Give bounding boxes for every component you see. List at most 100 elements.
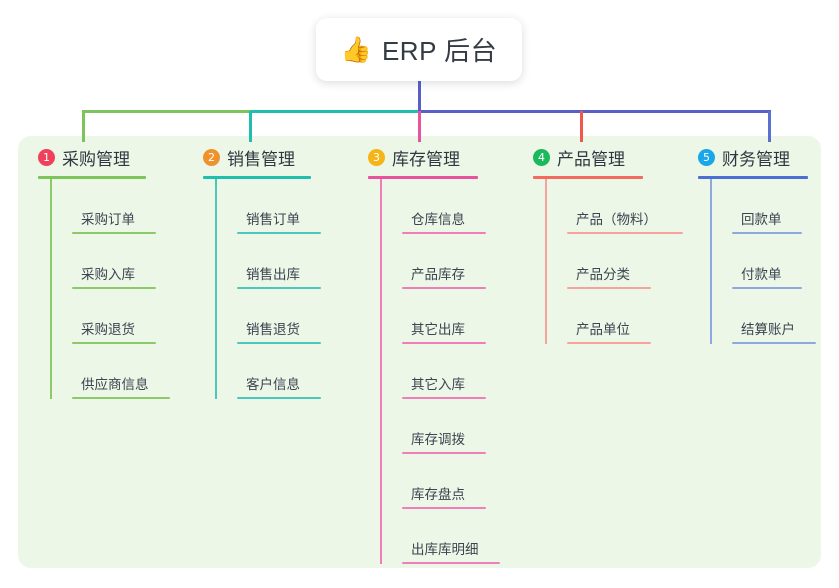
leaf-label: 库存调拨 [411, 432, 465, 447]
branch-header-3[interactable]: 3 库存管理 [368, 145, 500, 173]
list-item[interactable]: 付款单 [732, 234, 816, 289]
leaf-label: 仓库信息 [411, 212, 465, 227]
branch-spine-5 [710, 179, 712, 344]
branch-header-rule-1 [38, 176, 146, 179]
list-item[interactable]: 客户信息 [237, 344, 321, 399]
leaf-label: 销售订单 [246, 212, 300, 227]
list-item[interactable]: 仓库信息 [402, 179, 500, 234]
leaf-rule [402, 507, 486, 509]
list-item[interactable]: 回款单 [732, 179, 816, 234]
root-node-card[interactable]: 👍 ERP 后台 [316, 18, 522, 81]
branch-leaf-list-4: 产品（物料） 产品分类产品单位 [545, 179, 683, 344]
leaf-rule [237, 397, 321, 399]
leaf-label: 回款单 [741, 212, 782, 227]
leaf-rule [72, 397, 170, 399]
leaf-rule [237, 342, 321, 344]
leaf-rule [567, 287, 651, 289]
leaf-rule [402, 287, 486, 289]
leaf-rule [72, 342, 156, 344]
branch-badge-2: 2 [203, 149, 220, 166]
list-item[interactable]: 产品单位 [567, 289, 683, 344]
list-item[interactable]: 采购退货 [72, 289, 170, 344]
list-item[interactable]: 供应商信息 [72, 344, 170, 399]
leaf-label: 供应商信息 [81, 377, 149, 392]
branch-leaf-list-2: 销售订单销售出库销售退货客户信息 [215, 179, 321, 399]
leaf-rule [732, 287, 802, 289]
list-item[interactable]: 库存盘点 [402, 454, 500, 509]
root-title: ERP 后台 [381, 36, 498, 66]
leaf-label: 产品单位 [576, 322, 630, 337]
leaf-label: 产品分类 [576, 267, 630, 282]
list-item[interactable]: 采购入库 [72, 234, 170, 289]
branch-spine-4 [545, 179, 547, 344]
leaf-rule [402, 397, 486, 399]
diagram-panel [18, 136, 821, 568]
leaf-rule [72, 232, 156, 234]
leaf-label: 库存盘点 [411, 487, 465, 502]
branch-header-5[interactable]: 5 财务管理 [698, 145, 816, 173]
branch-header-4[interactable]: 4 产品管理 [533, 145, 683, 173]
leaf-label: 销售出库 [246, 267, 300, 282]
leaf-rule [237, 232, 321, 234]
branch-header-rule-3 [368, 176, 478, 179]
branch-leaf-list-1: 采购订单采购入库采购退货供应商信息 [50, 179, 170, 399]
list-item[interactable]: 产品分类 [567, 234, 683, 289]
list-item[interactable]: 销售出库 [237, 234, 321, 289]
branch-badge-5: 5 [698, 149, 715, 166]
branch-column-3: 3 库存管理仓库信息产品库存其它出库其它入库库存调拨库存盘点出库库明细 [368, 145, 500, 564]
list-item[interactable]: 产品（物料） [567, 179, 683, 234]
branch-column-5: 5 财务管理回款单付款单结算账户 [698, 145, 816, 344]
list-item[interactable]: 结算账户 [732, 289, 816, 344]
branch-leaf-list-3: 仓库信息产品库存其它出库其它入库库存调拨库存盘点出库库明细 [380, 179, 500, 564]
leaf-label: 其它入库 [411, 377, 465, 392]
leaf-rule [567, 342, 651, 344]
list-item[interactable]: 其它出库 [402, 289, 500, 344]
leaf-label: 采购入库 [81, 267, 135, 282]
branch-badge-4: 4 [533, 149, 550, 166]
branch-spine-2 [215, 179, 217, 399]
leaf-label: 客户信息 [246, 377, 300, 392]
list-item[interactable]: 采购订单 [72, 179, 170, 234]
list-item[interactable]: 产品库存 [402, 234, 500, 289]
branch-title-4: 产品管理 [557, 150, 625, 169]
branch-badge-3: 3 [368, 149, 385, 166]
list-item[interactable]: 销售订单 [237, 179, 321, 234]
branch-spine-3 [380, 179, 382, 564]
list-item[interactable]: 销售退货 [237, 289, 321, 344]
leaf-rule [732, 232, 802, 234]
leaf-label: 付款单 [741, 267, 782, 282]
branch-title-2: 销售管理 [227, 150, 295, 169]
leaf-label: 销售退货 [246, 322, 300, 337]
branch-title-5: 财务管理 [722, 150, 790, 169]
leaf-rule [402, 342, 486, 344]
branch-title-3: 库存管理 [392, 150, 460, 169]
leaf-rule [402, 232, 486, 234]
thumbs-up-icon: 👍 [340, 35, 372, 64]
leaf-label: 出库库明细 [411, 542, 479, 557]
leaf-rule [732, 342, 816, 344]
leaf-label: 结算账户 [741, 322, 795, 337]
leaf-rule [402, 562, 500, 564]
branch-header-2[interactable]: 2 销售管理 [203, 145, 321, 173]
branch-column-4: 4 产品管理产品（物料） 产品分类产品单位 [533, 145, 683, 344]
branch-spine-1 [50, 179, 52, 399]
list-item[interactable]: 库存调拨 [402, 399, 500, 454]
branch-column-2: 2 销售管理销售订单销售出库销售退货客户信息 [203, 145, 321, 399]
leaf-label: 采购退货 [81, 322, 135, 337]
branch-header-rule-4 [533, 176, 643, 179]
leaf-label: 产品（物料） [576, 212, 657, 227]
leaf-rule [567, 232, 683, 234]
leaf-label: 其它出库 [411, 322, 465, 337]
leaf-rule [402, 452, 486, 454]
leaf-label: 产品库存 [411, 267, 465, 282]
list-item[interactable]: 其它入库 [402, 344, 500, 399]
leaf-label: 采购订单 [81, 212, 135, 227]
leaf-rule [72, 287, 156, 289]
branch-leaf-list-5: 回款单付款单结算账户 [710, 179, 816, 344]
branch-header-rule-5 [698, 176, 808, 179]
leaf-rule [237, 287, 321, 289]
list-item[interactable]: 出库库明细 [402, 509, 500, 564]
